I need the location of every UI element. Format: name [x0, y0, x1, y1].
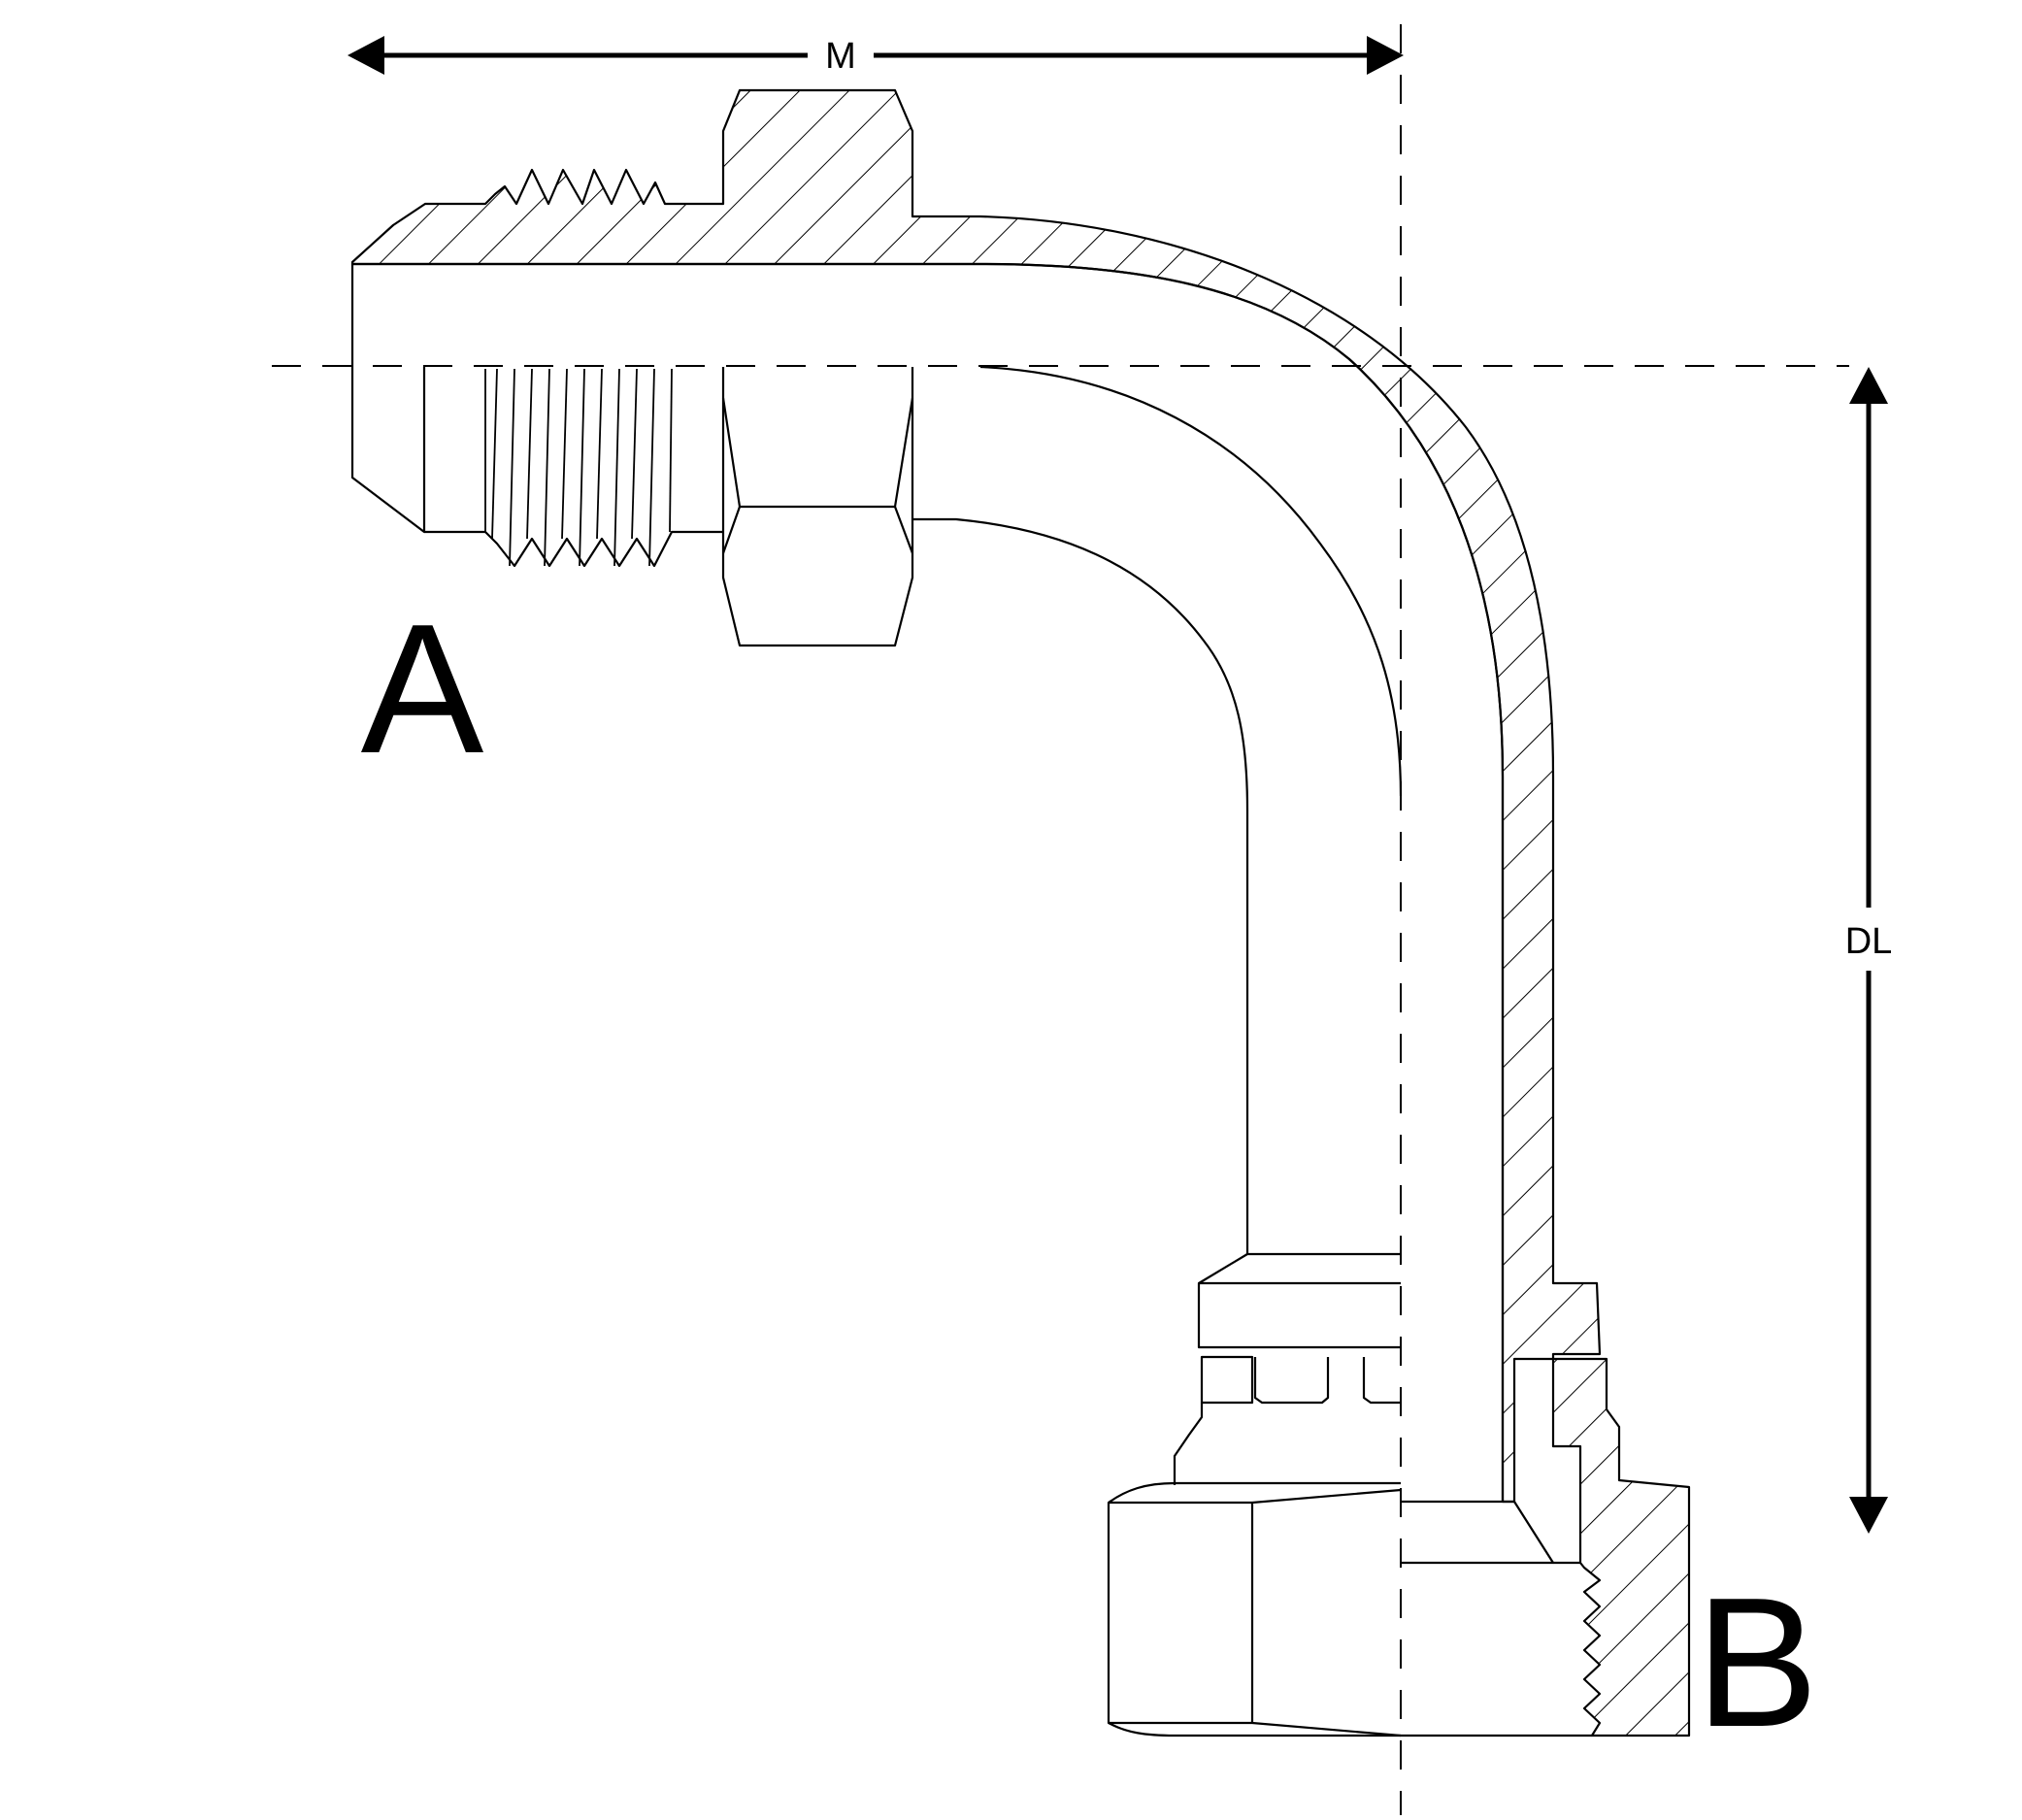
elbow-center-bend — [979, 365, 1403, 797]
section-hatch — [350, 88, 1602, 1504]
end-b-label: B — [1696, 1560, 1819, 1766]
centerlines — [272, 24, 1849, 1815]
dimension-m: M — [348, 36, 1404, 77]
end-b-nut-neck — [1173, 1403, 1204, 1485]
end-b-bore — [1401, 1500, 1555, 1565]
end-a-thread-crests — [484, 530, 723, 568]
bore-top-line — [352, 262, 1505, 1502]
end-a-hex-facets — [721, 397, 914, 509]
end-b-seat — [1401, 1561, 1592, 1737]
dimension-m-arrow-right — [1367, 36, 1404, 75]
dimension-dl-label: DL — [1845, 921, 1893, 962]
end-a-hex — [721, 367, 914, 647]
dimension-dl-arrow-bottom — [1849, 1497, 1888, 1534]
dimension-m-arrow-left — [348, 36, 384, 75]
dimension-dl: DL — [1845, 367, 1893, 1534]
elbow-exterior — [912, 365, 1403, 1254]
dimension-dl-arrow-top — [1849, 367, 1888, 404]
end-b-collar — [1197, 1252, 1401, 1349]
end-a-exterior — [350, 264, 914, 647]
end-b-hex-facets — [1109, 1488, 1402, 1737]
dimension-m-label: M — [825, 36, 856, 77]
end-a-label: A — [361, 586, 484, 792]
end-a-nose — [350, 264, 426, 534]
end-a-hex-facets-2 — [721, 506, 914, 554]
end-a-thread-lines — [484, 368, 673, 567]
elbow-inner-bend — [912, 517, 1249, 1254]
end-b — [1107, 1252, 1691, 1737]
end-b-hex-nut — [1107, 1481, 1401, 1737]
end-b-nut-section — [1551, 1357, 1691, 1737]
end-a-section — [350, 88, 1602, 1504]
end-b-groove — [1200, 1355, 1401, 1405]
